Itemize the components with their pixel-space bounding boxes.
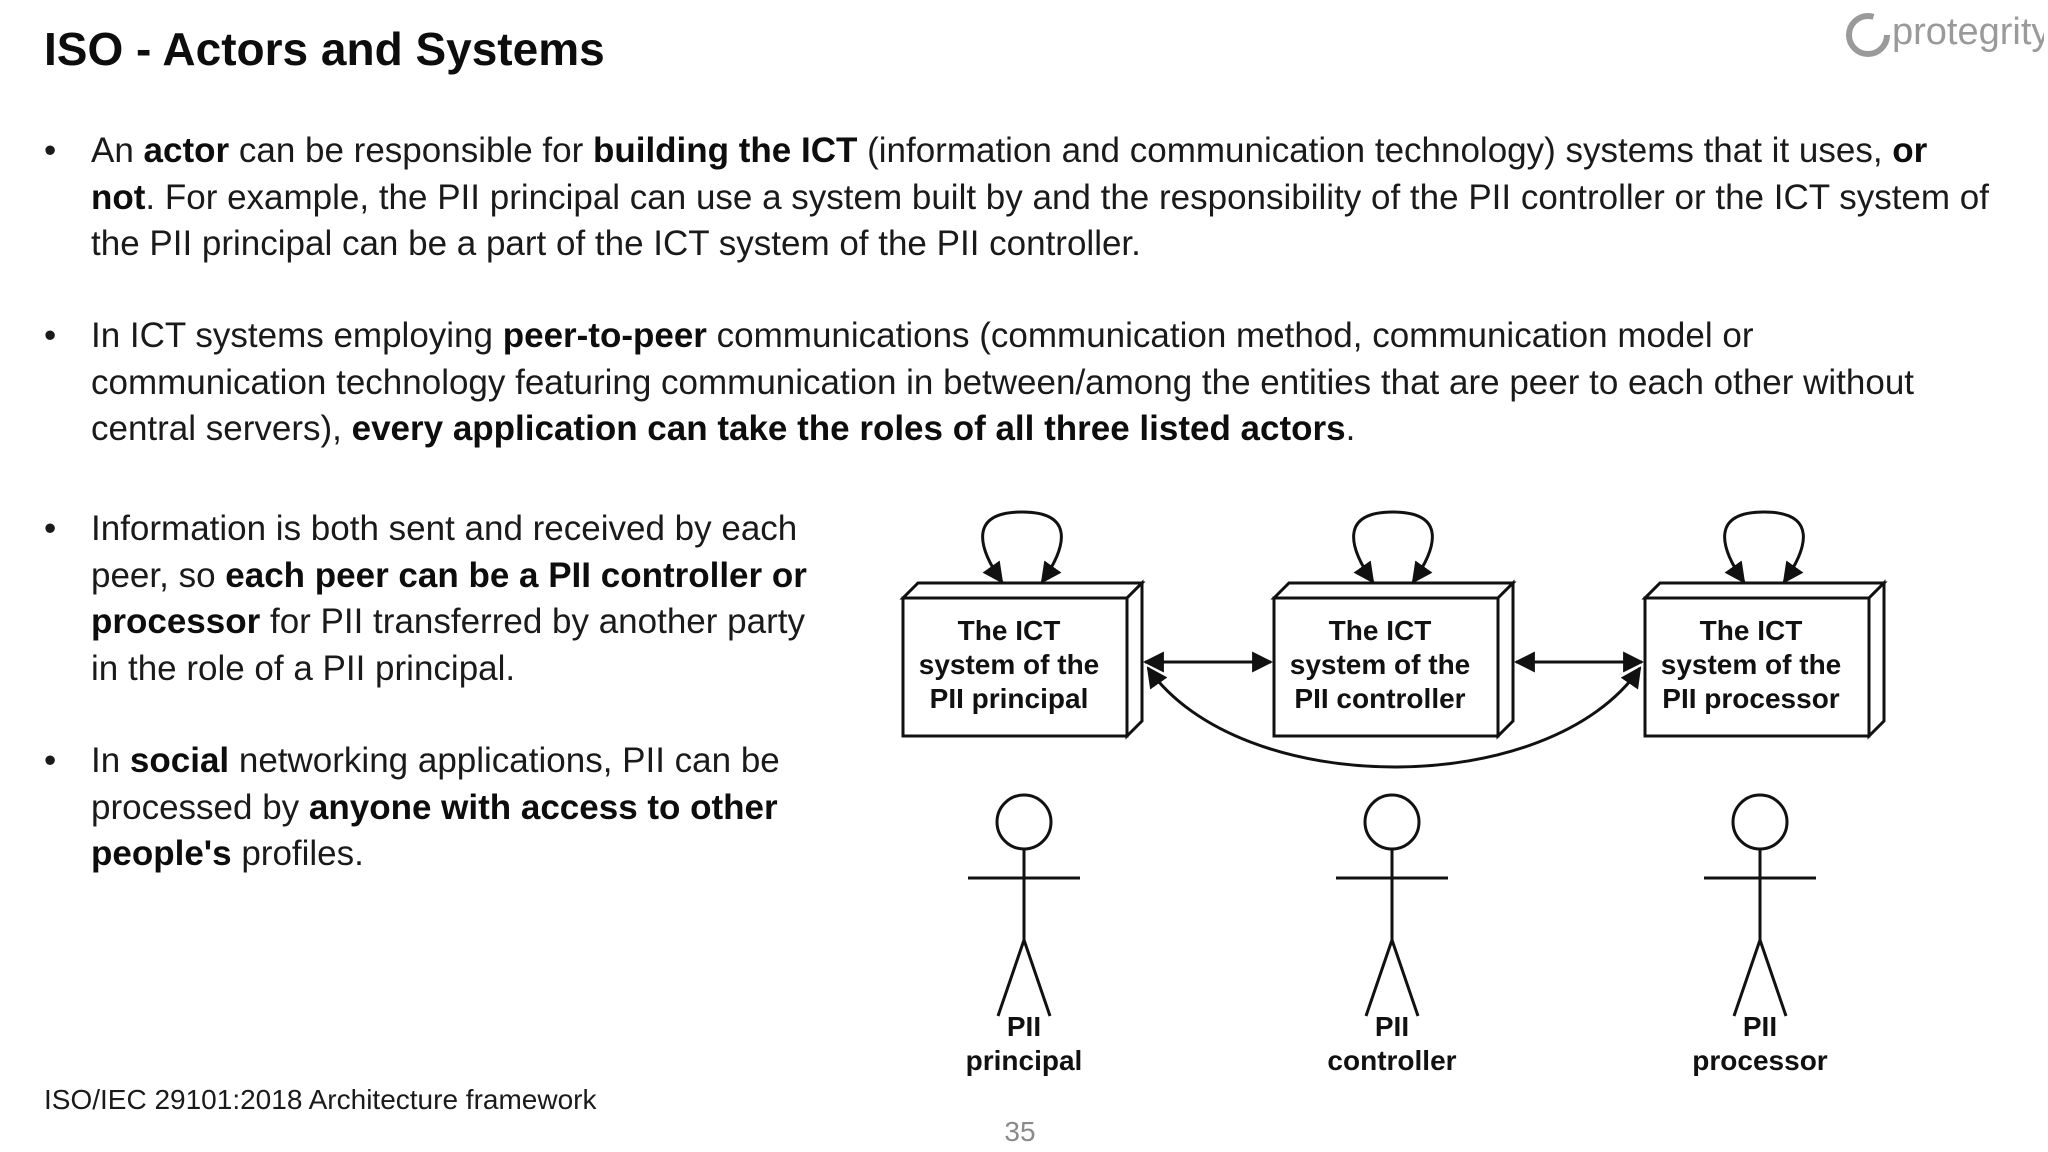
text-run: An <box>91 131 144 170</box>
text-run: Information is both sent and received by… <box>91 509 798 595</box>
text-run: for PII transferred by another party in … <box>91 602 805 688</box>
actor-label-line: PII <box>1007 1011 1041 1042</box>
system-label-line: The ICT <box>958 615 1061 646</box>
system-box-processor: The ICT system of the PII processor <box>1641 579 1888 740</box>
text-run: . <box>1345 409 1356 448</box>
text-run: . For example, the PII principal can use… <box>91 177 1989 264</box>
system-label-line: PII processor <box>1662 683 1840 714</box>
text-run: networking applications, PII can be proc… <box>91 741 780 827</box>
actor-label-line: PII <box>1375 1011 1409 1042</box>
actor-figure-processor <box>1704 793 1816 1017</box>
bold-text-run: social <box>129 741 230 780</box>
protegrity-logo: protegrity <box>1846 11 2044 57</box>
bullet-icon: • <box>44 509 57 548</box>
system-label-line: The ICT <box>1700 615 1803 646</box>
logo-text: protegrity <box>1892 11 2044 53</box>
actor-label-line: controller <box>1327 1045 1456 1076</box>
bullet-text: In social networking applications, PII c… <box>91 738 834 878</box>
system-label-line: The ICT <box>1329 615 1432 646</box>
actor-label-line: PII <box>1743 1011 1777 1042</box>
actors-systems-diagram: The ICT system of the PII principal The … <box>899 510 1888 1076</box>
text-run: (information and communication technolog… <box>857 131 1893 170</box>
logo-mark-icon <box>1846 13 1890 57</box>
bullet-item: • An actor can be responsible for buildi… <box>44 128 1994 268</box>
page-number: 35 <box>1004 1116 1036 1147</box>
text-run: can be responsible for <box>229 131 593 170</box>
self-loop-arrow <box>1723 510 1805 584</box>
actor-figure-principal <box>968 793 1080 1017</box>
bullet-text: Information is both sent and received by… <box>91 506 834 692</box>
text-run: In ICT systems employing <box>91 316 503 355</box>
text-run: communications (communication method, co… <box>91 316 1915 448</box>
bold-text-run: or not <box>91 131 1928 217</box>
text-run: In <box>91 741 130 780</box>
actor-figure-controller <box>1336 793 1448 1017</box>
system-box-principal: The ICT system of the PII principal <box>899 579 1146 740</box>
system-label-line: system of the <box>1661 649 1842 680</box>
self-loop-arrow <box>1352 510 1434 584</box>
actor-label-line: processor <box>1692 1045 1827 1076</box>
curved-bidirectional-arrow <box>1146 666 1642 769</box>
bold-text-run: actor <box>143 131 230 170</box>
system-label-line: system of the <box>1290 649 1471 680</box>
slide-title: ISO - Actors and Systems <box>44 23 605 75</box>
text-run: profiles. <box>231 834 364 873</box>
system-box-controller: The ICT system of the PII controller <box>1270 579 1517 740</box>
self-loop-arrow <box>981 510 1063 584</box>
system-label-line: system of the <box>919 649 1100 680</box>
bullet-item: • Information is both sent and received … <box>44 506 834 692</box>
actor-label-line: principal <box>966 1045 1083 1076</box>
bold-text-run: peer-to-peer <box>502 316 707 355</box>
bold-text-run: building the ICT <box>592 131 858 170</box>
bold-text-run: every application can take the roles of … <box>351 409 1346 448</box>
bullet-icon: • <box>44 131 57 170</box>
bullet-text: An actor can be responsible for building… <box>91 128 1994 268</box>
system-label-line: PII controller <box>1294 683 1465 714</box>
bold-text-run: anyone with access to other people's <box>91 787 778 874</box>
bullet-item: • In ICT systems employing peer-to-peer … <box>44 313 1994 453</box>
bullet-text: In ICT systems employing peer-to-peer co… <box>91 313 1994 453</box>
bold-text-run: each peer can be a PII controller or pro… <box>91 555 807 642</box>
bullet-item: • In social networking applications, PII… <box>44 738 834 878</box>
source-citation: ISO/IEC 29101:2018 Architecture framewor… <box>44 1084 597 1115</box>
system-label-line: PII principal <box>930 683 1089 714</box>
bullet-icon: • <box>44 741 57 780</box>
bullet-icon: • <box>44 316 57 355</box>
